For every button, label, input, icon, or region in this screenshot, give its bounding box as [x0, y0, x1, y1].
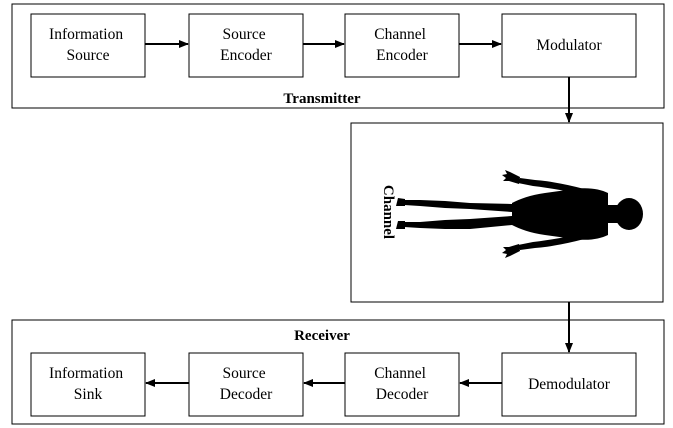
- svg-text:Channel Decoder: Channel Decoder: [374, 365, 430, 403]
- svg-text:Information Sink: Information Sink: [49, 365, 127, 403]
- demodulator-line1: Demodulator: [528, 376, 611, 393]
- information-source-line1: Information: [49, 26, 123, 43]
- information-sink-line2: Sink: [74, 386, 103, 403]
- receiver-section: Receiver Information Sink Source Decoder…: [11, 319, 665, 425]
- channel-label: Channel: [380, 185, 396, 239]
- channel-encoder-block: Channel Encoder: [344, 13, 460, 78]
- svg-text:Modulator: Modulator: [536, 37, 602, 54]
- svg-text:Source Decoder: Source Decoder: [220, 365, 273, 403]
- source-decoder-line2: Decoder: [220, 386, 273, 403]
- source-decoder-line1: Source: [223, 365, 266, 382]
- source-decoder-block: Source Decoder: [188, 352, 304, 417]
- source-encoder-line2: Encoder: [220, 47, 272, 64]
- channel-encoder-line1: Channel: [374, 26, 426, 43]
- human-body-silhouette-icon: [396, 170, 643, 258]
- information-source-block: Information Source: [30, 13, 146, 78]
- modulator-block: Modulator: [501, 13, 637, 78]
- source-encoder-block: Source Encoder: [188, 13, 304, 78]
- transmitter-section: Information Source Source Encoder Channe…: [11, 3, 665, 109]
- channel-decoder-line1: Channel: [374, 365, 426, 382]
- receiver-container: [11, 319, 665, 425]
- receiver-label: Receiver: [294, 328, 350, 344]
- information-sink-block: Information Sink: [30, 352, 146, 417]
- channel-box: [350, 122, 664, 303]
- channel-decoder-block: Channel Decoder: [344, 352, 460, 417]
- channel-decoder-line2: Decoder: [376, 386, 429, 403]
- information-source-line2: Source: [66, 47, 109, 64]
- information-sink-line1: Information: [49, 365, 123, 382]
- modulator-line1: Modulator: [536, 37, 602, 54]
- channel-encoder-line2: Encoder: [376, 47, 428, 64]
- svg-text:Source Encoder: Source Encoder: [220, 26, 272, 64]
- svg-text:Demodulator: Demodulator: [528, 376, 611, 393]
- svg-text:Information Source: Information Source: [49, 26, 127, 64]
- demodulator-block: Demodulator: [501, 352, 637, 417]
- svg-text:Channel Encoder: Channel Encoder: [374, 26, 430, 64]
- transmitter-container: [11, 3, 665, 109]
- channel-section: Channel: [350, 122, 664, 303]
- source-encoder-line1: Source: [223, 26, 266, 43]
- transmitter-label: Transmitter: [283, 91, 361, 107]
